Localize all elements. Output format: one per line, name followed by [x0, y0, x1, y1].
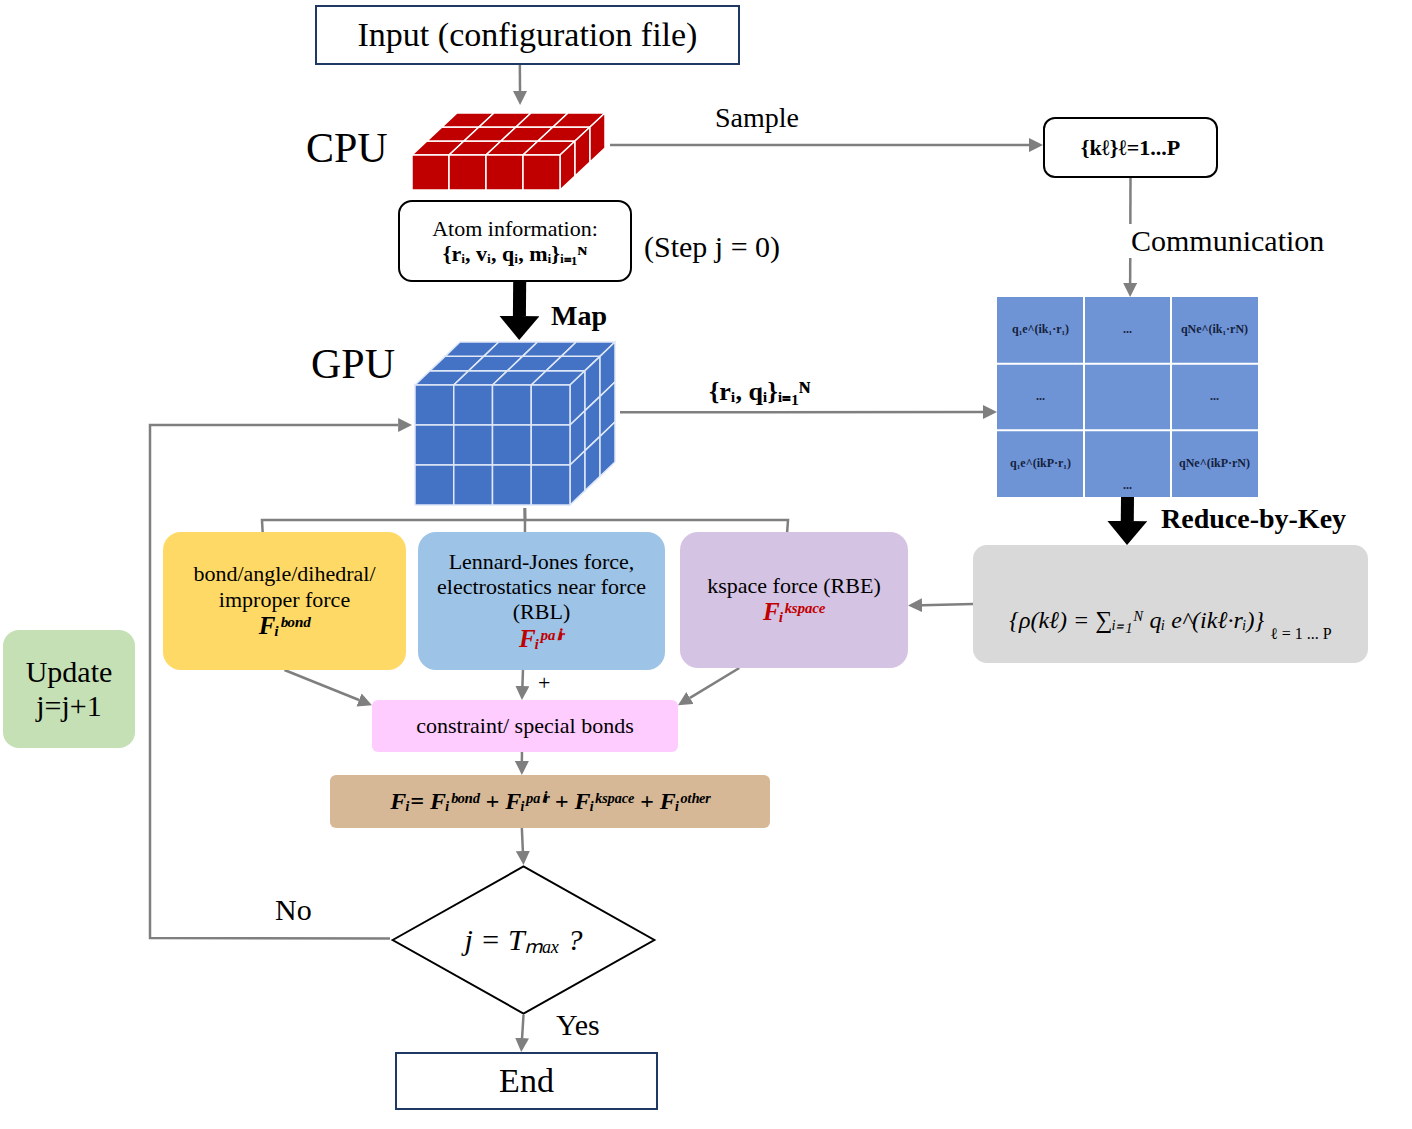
- edge-label: Yes: [553, 1008, 603, 1042]
- flow-arrow: [690, 668, 739, 698]
- node-text: constraint/ special bonds: [416, 713, 634, 738]
- node-text: Fᵢᵇᵒⁿᵈ: [259, 612, 311, 641]
- node-text: Fᵢᵖᵃⁱʳ: [519, 625, 564, 654]
- thick-arrow: [1121, 497, 1134, 521]
- node-text: GPU: [305, 340, 395, 388]
- structure-factor-box: {ρ(kℓ) = ∑ᵢ₌₁ᴺ qᵢ e^(ikℓ·rᵢ)}ℓ = 1 ... P: [973, 545, 1368, 663]
- decision-diamond: j = Tₘₐₓ ?: [390, 865, 657, 1015]
- grid-cell: [531, 385, 570, 425]
- grid-cell: [493, 465, 532, 505]
- grid-line: [997, 363, 1258, 365]
- kspace-force-box: kspace force (RBE)Fᵢᵏˢᵖᵃᶜᵉ: [680, 532, 908, 668]
- grid-cell: [493, 425, 532, 465]
- node-text: qNe^(ikP·rN): [1179, 457, 1250, 471]
- input-box: Input (configuration file): [315, 5, 740, 65]
- grid-cell: [454, 465, 493, 505]
- node-text: ...: [1123, 323, 1132, 337]
- node-text: qNe^(ik₁·rN): [1181, 323, 1248, 337]
- edge-label: {rᵢ, qᵢ}ᵢ₌₁ᴺ: [706, 372, 814, 408]
- node-text: Fᵢᵏˢᵖᵃᶜᵉ: [763, 598, 825, 627]
- node-text: Atom information:: [432, 216, 598, 241]
- flow-arrow: [522, 828, 523, 851]
- grid-cell: [523, 155, 560, 190]
- node-text: kspace force (RBE): [707, 573, 880, 598]
- gpu-block: GPU: [305, 340, 620, 508]
- grid-cell: [454, 385, 493, 425]
- grid-cell: [493, 385, 532, 425]
- grid-cell: [590, 113, 605, 162]
- flow-arrow: [521, 670, 524, 686]
- flow-arrow: [519, 65, 522, 91]
- flow-arrow: [262, 508, 525, 532]
- edge-label: Communication: [1128, 224, 1327, 258]
- thick-arrow: [513, 282, 526, 316]
- flow-arrow: [150, 425, 398, 939]
- grid-cell: [560, 141, 575, 190]
- node-text: ...: [1123, 479, 1132, 497]
- constraint-box: constraint/ special bonds: [372, 700, 678, 752]
- grid-cell: [415, 425, 454, 465]
- grid-cell: [415, 385, 454, 425]
- cpu-block: CPU: [300, 105, 610, 192]
- grid-line: [1083, 297, 1085, 497]
- matrix-grid: q₁e^(ik₁·r₁)... qNe^(ik₁·rN)...... q₁e^(ik…: [997, 297, 1258, 497]
- edge-label: No: [272, 893, 315, 927]
- grid-cell: [449, 155, 486, 190]
- edge-label: Reduce-by-Key: [1158, 503, 1349, 535]
- step-note: (Step j = 0): [641, 230, 783, 264]
- node-text: {ρ(kℓ) = ∑ᵢ₌₁ᴺ qᵢ e^(ikℓ·rᵢ)}: [1009, 607, 1264, 635]
- node-text: ...: [1036, 390, 1045, 404]
- node-text: q₁e^(ik₁·r₁): [1012, 323, 1069, 337]
- node-text: ...: [1210, 390, 1219, 404]
- diamond-outline: [393, 867, 655, 1014]
- grid-line: [1170, 297, 1172, 497]
- node-text: Lennard-Jones force, electrostatics near…: [424, 549, 659, 625]
- grid-cell: [486, 155, 523, 190]
- grid-cell: [531, 465, 570, 505]
- node-text: CPU: [300, 124, 388, 172]
- bond-force-box: bond/angle/dihedral/ improper forceFᵢᵇᵒⁿ…: [163, 532, 406, 670]
- atom-info-box: Atom information:{rᵢ, vᵢ, qᵢ, mᵢ}ᵢ₌₁ᴺ: [398, 200, 632, 282]
- flow-arrow: [285, 670, 360, 700]
- pair-force-box: Lennard-Jones force, electrostatics near…: [418, 532, 665, 670]
- node-text: {rᵢ, vᵢ, qᵢ, mᵢ}ᵢ₌₁ᴺ: [443, 241, 587, 266]
- grid-cell: [570, 451, 585, 505]
- node-text: End: [499, 1061, 554, 1100]
- edge-label: Sample: [712, 102, 802, 134]
- flow-arrow: [620, 411, 983, 414]
- node-text: Fᵢ= Fᵢᵇᵒⁿᵈ + Fᵢᵖᵃⁱʳ + Fᵢᵏˢᵖᵃᶜᵉ + Fᵢᵒᵗʰᵉʳ: [390, 788, 710, 816]
- node-text: bond/angle/dihedral/ improper force: [169, 561, 400, 612]
- sample-box: {kℓ}ℓ=1...P: [1043, 117, 1218, 178]
- node-text: {kℓ}ℓ=1...P: [1081, 135, 1181, 160]
- grid-cell: [412, 155, 449, 190]
- grid-cell: [600, 422, 615, 476]
- flow-arrow: [522, 1015, 523, 1038]
- end-box: End: [395, 1052, 658, 1110]
- edge-label: +: [536, 670, 552, 696]
- update-box: Update j=j+1: [3, 630, 135, 748]
- flow-arrow: [525, 508, 788, 532]
- grid-cell: [415, 465, 454, 505]
- flow-arrow: [922, 604, 973, 605]
- grid-cell: [454, 425, 493, 465]
- node-text: q₁e^(ikP·r₁): [1010, 457, 1071, 471]
- total-force-box: Fᵢ= Fᵢᵇᵒⁿᵈ + Fᵢᵖᵃⁱʳ + Fᵢᵏˢᵖᵃᶜᵉ + Fᵢᵒᵗʰᵉʳ: [330, 775, 770, 828]
- node-text: ℓ = 1 ... P: [1264, 625, 1332, 643]
- grid-cell: [531, 425, 570, 465]
- grid-cell: [585, 436, 600, 490]
- node-text: j = Tₘₐₓ ?: [464, 923, 582, 958]
- grid-line: [997, 429, 1258, 431]
- flow-arrow: [521, 752, 524, 761]
- grid-cell: [575, 127, 590, 176]
- flow-arrow: [610, 144, 1029, 147]
- node-text: Update j=j+1: [7, 655, 131, 724]
- edge-label: Map: [548, 300, 610, 332]
- node-text: Input (configuration file): [358, 15, 698, 54]
